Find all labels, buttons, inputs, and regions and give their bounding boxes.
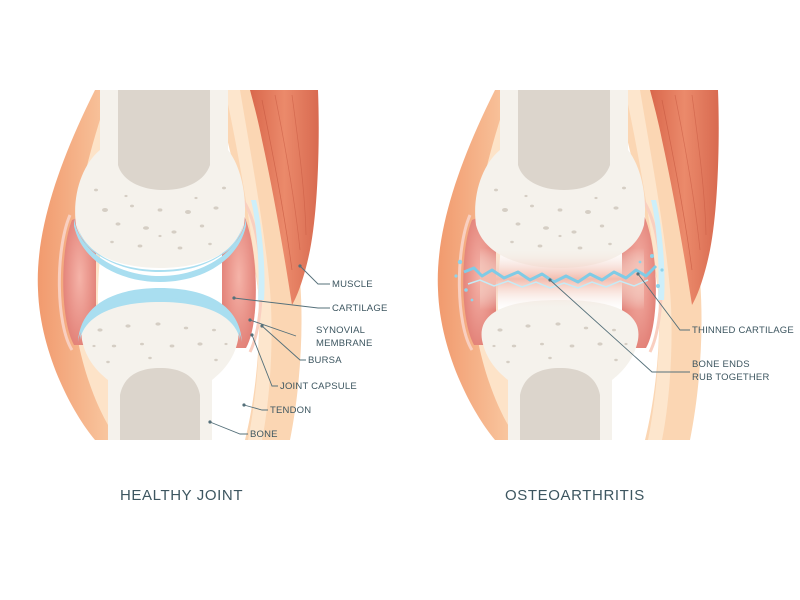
label-bone-ends-line1: BONE ENDS xyxy=(692,359,750,370)
label-tendon: TENDON xyxy=(270,405,311,416)
label-thinned-cartilage: THINNED CARTILAGE xyxy=(692,325,794,336)
healthy-leader-lines xyxy=(208,264,330,435)
osteo-leader-lines xyxy=(548,272,690,373)
label-synovial-line1: SYNOVIAL xyxy=(316,325,365,336)
healthy-joint-illustration xyxy=(36,88,321,442)
osteoarthritis-illustration xyxy=(436,88,721,442)
label-muscle: MUSCLE xyxy=(332,279,373,290)
osteo-labels: THINNED CARTILAGE BONE ENDS RUB TOGETHER xyxy=(692,325,794,383)
label-bone: BONE xyxy=(250,429,278,440)
label-synovial-line2: MEMBRANE xyxy=(316,338,373,349)
healthy-labels: MUSCLE CARTILAGE SYNOVIAL MEMBRANE BURSA… xyxy=(250,279,387,440)
healthy-lower-cartilage xyxy=(80,292,240,340)
osteoarthritis-caption: OSTEOARTHRITIS xyxy=(505,487,645,504)
thinned-cartilage-line xyxy=(463,264,658,284)
label-bone-ends-line2: RUB TOGETHER xyxy=(692,372,770,383)
label-bursa: BURSA xyxy=(308,355,342,366)
label-cartilage: CARTILAGE xyxy=(332,303,387,314)
label-joint-capsule: JOINT CAPSULE xyxy=(280,381,357,392)
healthy-caption: HEALTHY JOINT xyxy=(120,487,243,504)
